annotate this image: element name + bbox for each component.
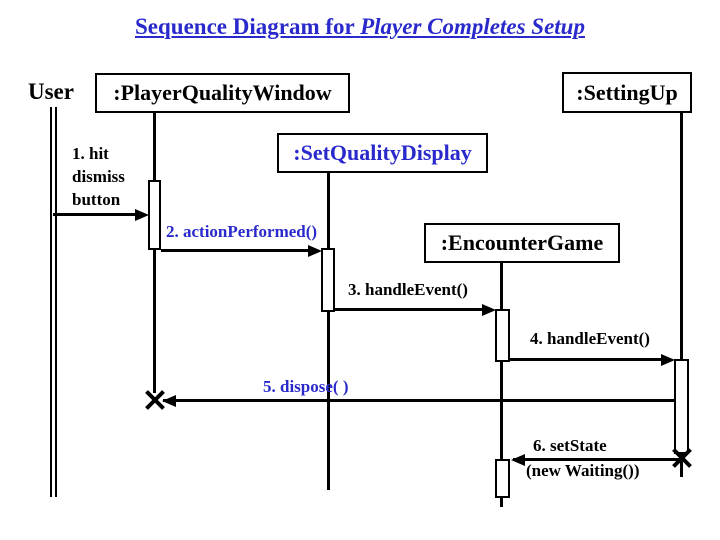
object-label-set-quality-display: :SetQualityDisplay: [293, 140, 472, 165]
destruction-x-player-quality-window-icon: [145, 390, 165, 410]
message-4-line: [510, 358, 662, 361]
activation-bar-player-quality-window: [148, 180, 161, 250]
diagram-title-prefix: Sequence Diagram for: [135, 14, 355, 39]
object-label-player-quality-window: :PlayerQualityWindow: [113, 80, 332, 105]
object-box-encounter-game: :EncounterGame: [424, 223, 620, 263]
diagram-title-usecase: Player Completes Setup: [360, 14, 585, 39]
message-3-label: 3. handleEvent(): [348, 280, 468, 299]
message-2-label: 2. actionPerformed(): [166, 222, 318, 241]
actor-user-label: User: [28, 79, 74, 104]
message-2-arrowhead-icon: [308, 245, 322, 257]
lifeline-player-quality-window: [153, 113, 156, 393]
message-1-line: [53, 213, 137, 216]
message-5-label: 5. dispose( ): [263, 377, 349, 396]
message-1-arrowhead-icon: [135, 209, 149, 221]
object-label-encounter-game: :EncounterGame: [440, 230, 604, 255]
activation-bar-encounter-game-1: [495, 309, 510, 362]
message-6-arrowhead-icon: [511, 454, 525, 466]
activation-bar-setting-up: [674, 359, 689, 454]
object-box-setting-up: :SettingUp: [562, 72, 692, 113]
message-5-line: [163, 399, 674, 402]
message-3-arrowhead-icon: [482, 304, 496, 316]
object-label-setting-up: :SettingUp: [576, 79, 678, 105]
activation-bar-encounter-game-2: [495, 459, 510, 498]
message-6-label-line2: (new Waiting()): [526, 461, 640, 480]
lifeline-set-quality-display: [327, 173, 330, 490]
message-6-label: 6. setState: [533, 436, 607, 455]
message-2-line: [161, 249, 310, 252]
diagram-title: Sequence Diagram for Player Completes Se…: [0, 14, 720, 40]
destruction-x-setting-up-icon: [672, 448, 692, 468]
message-6-line: [513, 458, 682, 461]
lifeline-encounter-game: [500, 263, 503, 507]
message-5-arrowhead-icon: [162, 395, 176, 407]
lifeline-user: [50, 107, 57, 497]
message-4-arrowhead-icon: [661, 354, 675, 366]
activation-bar-set-quality-display: [321, 248, 335, 312]
lifeline-setting-up: [680, 113, 683, 477]
object-box-player-quality-window: :PlayerQualityWindow: [95, 73, 350, 113]
message-3-line: [335, 308, 483, 311]
message-4-label: 4. handleEvent(): [530, 329, 650, 348]
message-1-label: 1. hit dismiss button: [72, 144, 125, 209]
object-box-set-quality-display: :SetQualityDisplay: [277, 133, 488, 173]
